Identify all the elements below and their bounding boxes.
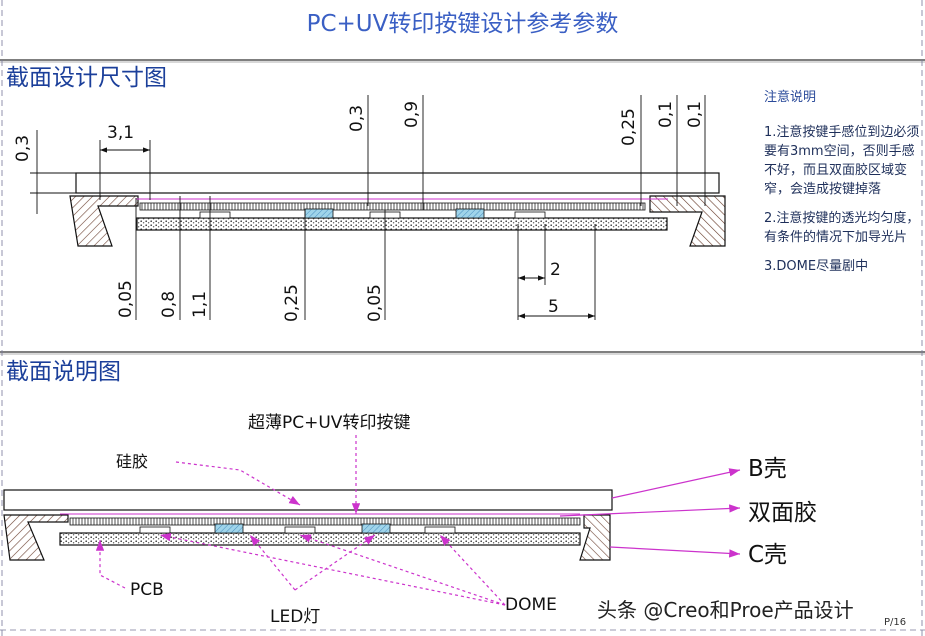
dome-block bbox=[139, 526, 171, 534]
section1-cross-section bbox=[69, 172, 726, 247]
notes-panel: 注意说明 1.注意按键手感位到边必须要有3mm空间，否则手感不好，而且双面胶区域… bbox=[764, 88, 924, 286]
dim-label: 0,3 bbox=[347, 105, 367, 132]
dome-block bbox=[284, 526, 316, 534]
dome-block bbox=[199, 211, 231, 219]
dim-label: 0,25 bbox=[282, 284, 302, 322]
b-shell-plate bbox=[3, 489, 613, 511]
dim-label: 0,05 bbox=[116, 280, 136, 318]
note-item: 1.注意按键手感位到边必须要有3mm空间，否则手感不好，而且双面胶区域变窄，会造… bbox=[764, 125, 920, 197]
section2-cross-section bbox=[3, 489, 613, 561]
dim-label: 1,1 bbox=[190, 291, 210, 318]
page-number: P/16 bbox=[884, 617, 907, 628]
c-shell-right bbox=[649, 195, 726, 247]
section-title-dimensions: 截面设计尺寸图 bbox=[6, 65, 167, 91]
label-pcb: PCB bbox=[130, 580, 164, 600]
led-block bbox=[304, 208, 334, 219]
note-item: 2.注意按键的透光均匀度，有条件的情况下加导光片 bbox=[764, 211, 920, 245]
c-shell-left bbox=[3, 514, 69, 561]
pcb-board bbox=[136, 217, 668, 231]
c-shell-right bbox=[579, 514, 611, 561]
label-double-sided-tape: 双面胶 bbox=[748, 500, 817, 526]
watermark: 头条 @Creo和Proe产品设计 bbox=[597, 598, 854, 622]
dimension-lines bbox=[30, 95, 706, 320]
dim-label: 0,1 bbox=[685, 101, 705, 128]
callout-leaders bbox=[95, 435, 741, 606]
dim-label: 5 bbox=[548, 297, 559, 317]
label-c-shell: C壳 bbox=[748, 542, 787, 568]
led-block bbox=[455, 208, 485, 219]
dim-label: 3,1 bbox=[107, 123, 134, 143]
page-title: PC+UV转印按键设计参考参数 bbox=[306, 11, 619, 37]
silicone-layer bbox=[139, 202, 646, 211]
led-block bbox=[214, 523, 244, 534]
label-led: LED灯 bbox=[270, 607, 320, 627]
section-title-explanation: 截面说明图 bbox=[6, 359, 121, 385]
dim-label: 0,25 bbox=[619, 108, 639, 146]
note-item: 3.DOME尽量剧中 bbox=[764, 259, 869, 274]
pcb-board bbox=[59, 532, 581, 546]
b-shell-plate bbox=[75, 172, 720, 194]
dim-label: 0,9 bbox=[402, 101, 422, 128]
silicone-layer bbox=[69, 517, 581, 526]
label-ultrathin-keys: 超薄PC+UV转印按键 bbox=[248, 413, 410, 433]
dim-label: 0,1 bbox=[656, 101, 676, 128]
label-silicone: 硅胶 bbox=[116, 452, 148, 471]
label-b-shell: B壳 bbox=[748, 456, 787, 482]
dim-label: 0,05 bbox=[365, 284, 385, 322]
dim-label: 0,8 bbox=[159, 291, 179, 318]
label-dome: DOME bbox=[505, 595, 557, 615]
led-block bbox=[361, 523, 391, 534]
dome-block bbox=[424, 526, 456, 534]
notes-title: 注意说明 bbox=[764, 90, 817, 105]
c-shell-left bbox=[69, 195, 139, 247]
dome-block bbox=[514, 211, 546, 219]
dim-label: 0,3 bbox=[13, 135, 33, 162]
dim-label: 2 bbox=[550, 260, 561, 280]
